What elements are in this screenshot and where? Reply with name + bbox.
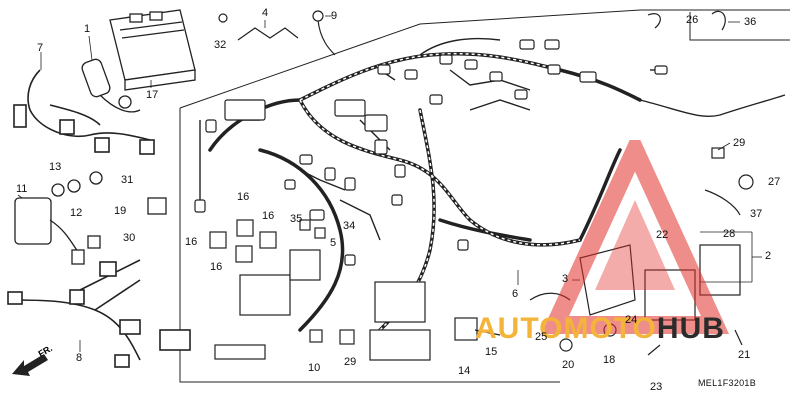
callout-11: 11: [16, 183, 28, 195]
watermark-hub: HUB: [656, 312, 725, 345]
main-harness-inner: [299, 52, 581, 331]
watermark-moto: MOTO: [563, 312, 657, 345]
callout-8: 8: [76, 352, 83, 364]
callout-28: 28: [723, 228, 736, 240]
connectors: [194, 39, 668, 266]
callout-16a: 16: [237, 191, 250, 203]
callout-5: 5: [330, 237, 337, 249]
callout-29b: 29: [344, 356, 357, 368]
callout-29a: 29: [733, 137, 746, 149]
relay-group: [209, 219, 277, 263]
callout-23: 23: [650, 381, 663, 393]
left-components: [14, 171, 167, 265]
frame-lines: [179, 9, 790, 383]
callout-24: 24: [625, 314, 638, 326]
callout-16c: 16: [185, 236, 198, 248]
callout-32: 32: [214, 39, 227, 51]
callout-7: 7: [37, 42, 44, 54]
callout-14: 14: [458, 365, 471, 377]
callout-16d: 16: [210, 261, 223, 273]
callout-21: 21: [738, 349, 751, 361]
callout-22: 22: [656, 229, 669, 241]
callout-13: 13: [49, 161, 62, 173]
callout-25: 25: [535, 331, 548, 343]
callout-34: 34: [343, 220, 356, 232]
callout-1: 1: [84, 23, 91, 35]
callout-30: 30: [123, 232, 136, 244]
callout-10: 10: [308, 362, 321, 374]
ignition-switch-part: [81, 58, 141, 113]
callout-36: 36: [744, 16, 757, 28]
callout-18: 18: [603, 354, 616, 366]
callout-6: 6: [512, 288, 519, 300]
callout-31: 31: [121, 174, 134, 186]
callout-35: 35: [290, 213, 303, 225]
callout-3: 3: [562, 273, 569, 285]
callout-4: 4: [262, 7, 269, 19]
watermark-auto: AUTO: [475, 312, 564, 345]
small-parts-top: [218, 10, 726, 56]
fuse-box-area: [214, 219, 431, 361]
callout-12: 12: [70, 207, 83, 219]
sub-harness-7: [13, 69, 155, 155]
callout-19: 19: [114, 205, 127, 217]
watermark-logo: [540, 140, 730, 334]
callout-17: 17: [146, 89, 159, 101]
callout-9: 9: [331, 10, 338, 22]
ecu-part: [109, 9, 196, 91]
callout-16b: 16: [262, 210, 275, 222]
front-direction-arrow: [12, 354, 48, 376]
callout-26: 26: [686, 14, 699, 26]
callout-2: 2: [765, 250, 772, 262]
watermark-text: AUTOMOTOHUB: [475, 312, 725, 346]
callout-20: 20: [562, 359, 575, 371]
callout-15: 15: [485, 346, 498, 358]
callout-37: 37: [750, 208, 763, 220]
sub-harness-8: [7, 259, 191, 368]
callout-27: 27: [768, 176, 781, 188]
diagram-code: MEL1F3201B: [698, 378, 757, 388]
